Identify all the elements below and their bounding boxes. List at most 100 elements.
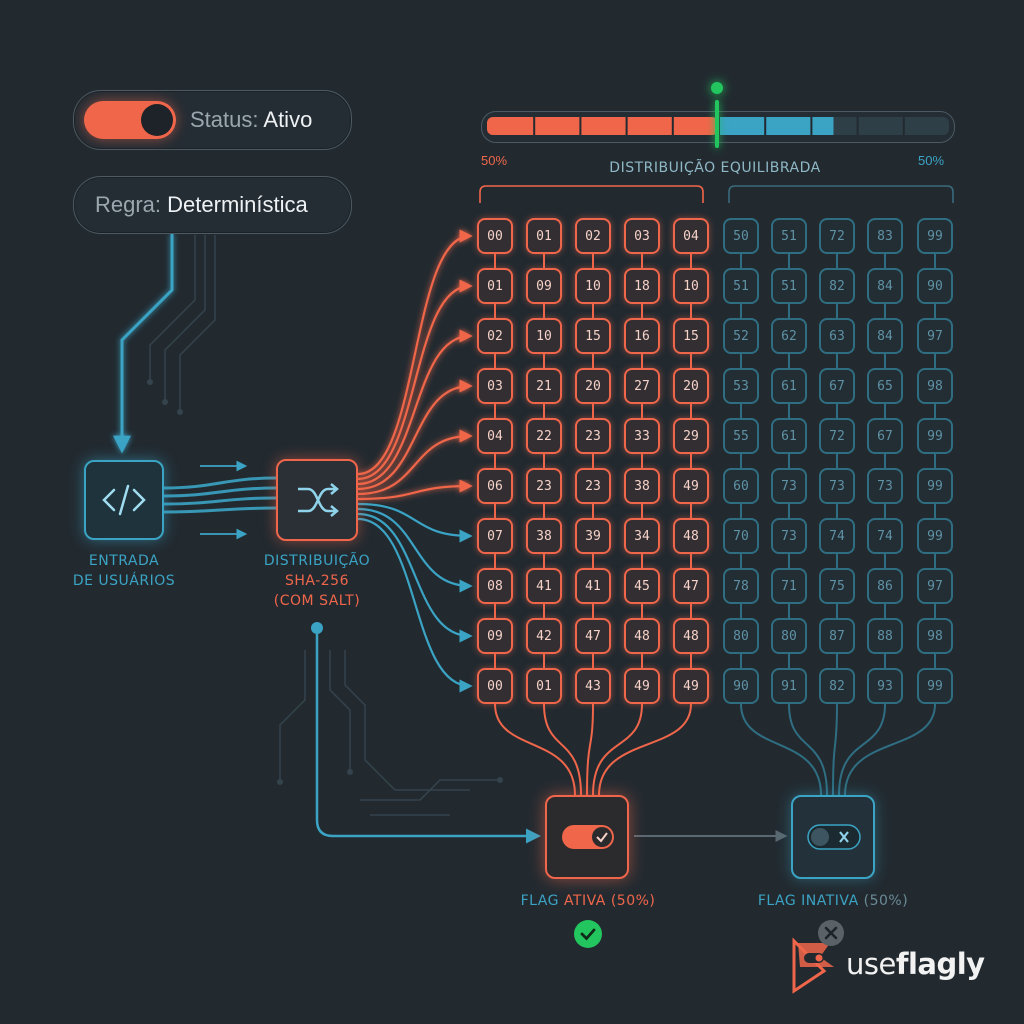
bucket-cell: 27 [624,368,660,404]
bucket-cell: 72 [819,218,855,254]
bar-segment-divider [671,117,674,135]
bucket-cell: 98 [917,368,953,404]
inactive-flag-pct: (50%) [863,893,909,909]
brand-suffix: flagly [895,947,985,981]
bucket-cell: 73 [771,468,807,504]
bucket-cell: 80 [723,618,759,654]
bucket-cell: 99 [917,518,953,554]
distribution-slider-handle[interactable] [709,82,725,152]
rule-pill[interactable]: Regra: Determinística [73,176,352,234]
inactive-flag-label: FLAG INATIVA (50%) [735,891,931,911]
brand-logo[interactable]: useflagly [790,920,1000,997]
bar-segment-divider [533,117,536,135]
fanout-arrow [357,512,473,643]
bucket-cell: 75 [819,568,855,604]
active-flag-state: ATIVA [563,893,606,909]
bucket-cell: 04 [477,418,513,454]
input-node-label: ENTRADA DE USUÁRIOS [50,551,198,591]
bucket-cell: 18 [624,268,660,304]
input-label-line2: DE USUÁRIOS [72,573,176,589]
status-label: Status: [190,107,259,132]
bucket-cell: 74 [819,518,855,554]
bucket-cell: 15 [575,318,611,354]
bucket-cell: 72 [819,418,855,454]
bucket-cell: 52 [723,318,759,354]
logo-close-icon[interactable] [818,920,844,946]
fanout-arrow [357,517,473,693]
inactive-flag-node[interactable] [791,795,875,879]
bucket-cell: 97 [917,568,953,604]
status-toggle[interactable] [84,101,176,139]
brand-prefix: use [846,947,896,981]
bucket-cell: 39 [575,518,611,554]
fanout-arrow [357,329,473,486]
active-flag-node[interactable] [545,795,629,879]
bucket-cell: 73 [867,468,903,504]
active-converge-line [592,703,643,796]
inactive-flag-state: INATIVA [801,893,859,909]
fanout-arrow [357,502,473,543]
bucket-cell: 21 [526,368,562,404]
bar-active-fill [487,117,718,135]
bucket-cell: 87 [819,618,855,654]
code-icon [102,484,146,516]
bar-segment-divider [579,117,582,135]
decorative-traces [149,235,500,816]
bucket-cell: 90 [917,268,953,304]
bucket-cell: 10 [575,268,611,304]
bucket-cell: 61 [771,418,807,454]
toggle-on-icon [562,825,614,849]
bucket-cell: 51 [771,218,807,254]
bucket-cell: 29 [673,418,709,454]
bucket-cell: 45 [624,568,660,604]
inactive-converge-line [838,703,886,796]
bucket-cell: 01 [526,218,562,254]
bucket-cell: 33 [624,418,660,454]
bucket-cell: 90 [723,668,759,704]
bucket-cell: 47 [575,618,611,654]
bucket-cell: 10 [526,318,562,354]
fanout-arrow [357,479,473,501]
check-icon [574,920,602,948]
status-text: Status: Ativo [190,107,312,133]
hash-node[interactable] [276,459,358,541]
status-pill[interactable]: Status: Ativo [73,90,352,150]
distribution-label: DISTRIBUIÇÃO EQUILIBRADA [609,160,821,176]
hash-label-line3: (COM SALT) [273,593,361,609]
bucket-cell: 48 [673,518,709,554]
input-node[interactable] [84,460,164,540]
bar-segment-divider [810,117,813,135]
bucket-cell: 23 [575,468,611,504]
hash-node-label: DISTRIBUIÇÃO SHA-256 (COM SALT) [240,551,394,611]
bucket-cell: 84 [867,318,903,354]
status-value: Ativo [263,107,313,132]
bucket-cell: 38 [526,518,562,554]
bucket-cell: 73 [819,468,855,504]
bar-segment-divider [902,117,905,135]
fanout-arrow [357,429,473,496]
slider-handle-dot [711,82,723,94]
bucket-cell: 82 [819,268,855,304]
active-converge-line [598,703,692,796]
bucket-cell: 41 [526,568,562,604]
bucket-cell: 04 [673,218,709,254]
bar-segment-divider [718,117,720,135]
bucket-cell: 82 [819,668,855,704]
bucket-cell: 15 [673,318,709,354]
bucket-cell: 98 [917,618,953,654]
close-icon [824,926,838,940]
bucket-cell: 80 [771,618,807,654]
bucket-cell: 65 [867,368,903,404]
bucket-cell: 01 [477,268,513,304]
brand-wordmark: useflagly [846,947,985,981]
fanout-arrow [357,507,473,593]
bucket-cell: 55 [723,418,759,454]
bucket-cell: 43 [575,668,611,704]
bucket-cell: 38 [624,468,660,504]
slider-handle-line [715,100,719,148]
bucket-cell: 93 [867,668,903,704]
hash-label-line1: DISTRIBUIÇÃO [263,553,371,569]
bucket-cell: 48 [624,618,660,654]
fanout-arrow [357,279,473,481]
